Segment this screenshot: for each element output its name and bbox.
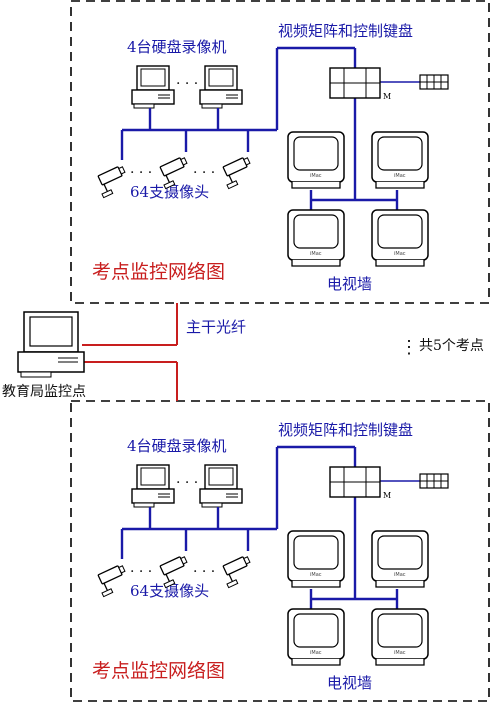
svg-text:M: M <box>383 92 391 101</box>
tv-wall-label: 电视墙 <box>327 674 372 692</box>
site-title: 考点监控网络图 <box>92 660 225 682</box>
tv-monitor-icon: iMac <box>371 530 429 588</box>
camera-ellipsis: · · · <box>193 564 215 580</box>
svg-text:iMac: iMac <box>394 650 406 656</box>
total-sites-label: 共5个考点 <box>419 338 484 354</box>
control-keyboard-icon <box>419 74 449 90</box>
dvr-ellipsis: · · · <box>176 76 198 92</box>
sites-ellipsis-marker: ⋮ <box>400 337 418 358</box>
cameras-label: 64支摄像头 <box>130 582 209 600</box>
dvr-ellipsis: · · · <box>176 475 198 491</box>
dvr-computer-icon <box>199 65 243 109</box>
dvr-computer-icon <box>131 464 175 508</box>
tv-monitor-icon: iMac <box>371 209 429 267</box>
svg-text:iMac: iMac <box>394 173 406 179</box>
camera-ellipsis: · · · <box>130 165 152 181</box>
tv-monitor-icon: iMac <box>287 530 345 588</box>
svg-text:iMac: iMac <box>310 650 322 656</box>
camera-ellipsis: · · · <box>130 564 152 580</box>
tv-monitor-icon: iMac <box>371 608 429 666</box>
camera-icon <box>97 166 126 199</box>
svg-text:iMac: iMac <box>394 251 406 257</box>
camera-icon <box>159 157 188 190</box>
svg-text:iMac: iMac <box>310 173 322 179</box>
dvr-label: 4台硬盘录像机 <box>127 38 227 56</box>
backbone-label: 主干光纤 <box>186 318 246 336</box>
backbone-fiber <box>82 303 178 401</box>
camera-icon <box>159 556 188 589</box>
video-matrix-icon: M <box>329 67 391 101</box>
site-title: 考点监控网络图 <box>92 261 225 283</box>
video-matrix-icon: M <box>329 466 391 500</box>
dvr-computer-icon <box>131 65 175 109</box>
svg-text:iMac: iMac <box>310 572 322 578</box>
svg-text:iMac: iMac <box>394 572 406 578</box>
bureau-computer-icon <box>17 311 85 378</box>
control-keyboard-icon <box>419 473 449 489</box>
svg-text:M: M <box>383 491 391 500</box>
tv-wall-label: 电视墙 <box>327 275 372 293</box>
tv-monitor-icon: iMac <box>287 209 345 267</box>
cameras-label: 64支摄像头 <box>130 183 209 201</box>
bureau-label: 教育局监控点 <box>2 384 86 400</box>
dvr-computer-icon <box>199 464 243 508</box>
camera-ellipsis: · · · <box>193 165 215 181</box>
camera-icon <box>97 565 126 598</box>
matrix-label: 视频矩阵和控制键盘 <box>278 421 413 439</box>
camera-icon <box>222 157 251 190</box>
matrix-label: 视频矩阵和控制键盘 <box>278 22 413 40</box>
tv-monitor-icon: iMac <box>371 131 429 189</box>
dvr-label: 4台硬盘录像机 <box>127 437 227 455</box>
tv-monitor-icon: iMac <box>287 131 345 189</box>
camera-icon <box>222 556 251 589</box>
svg-text:iMac: iMac <box>310 251 322 257</box>
tv-monitor-icon: iMac <box>287 608 345 666</box>
